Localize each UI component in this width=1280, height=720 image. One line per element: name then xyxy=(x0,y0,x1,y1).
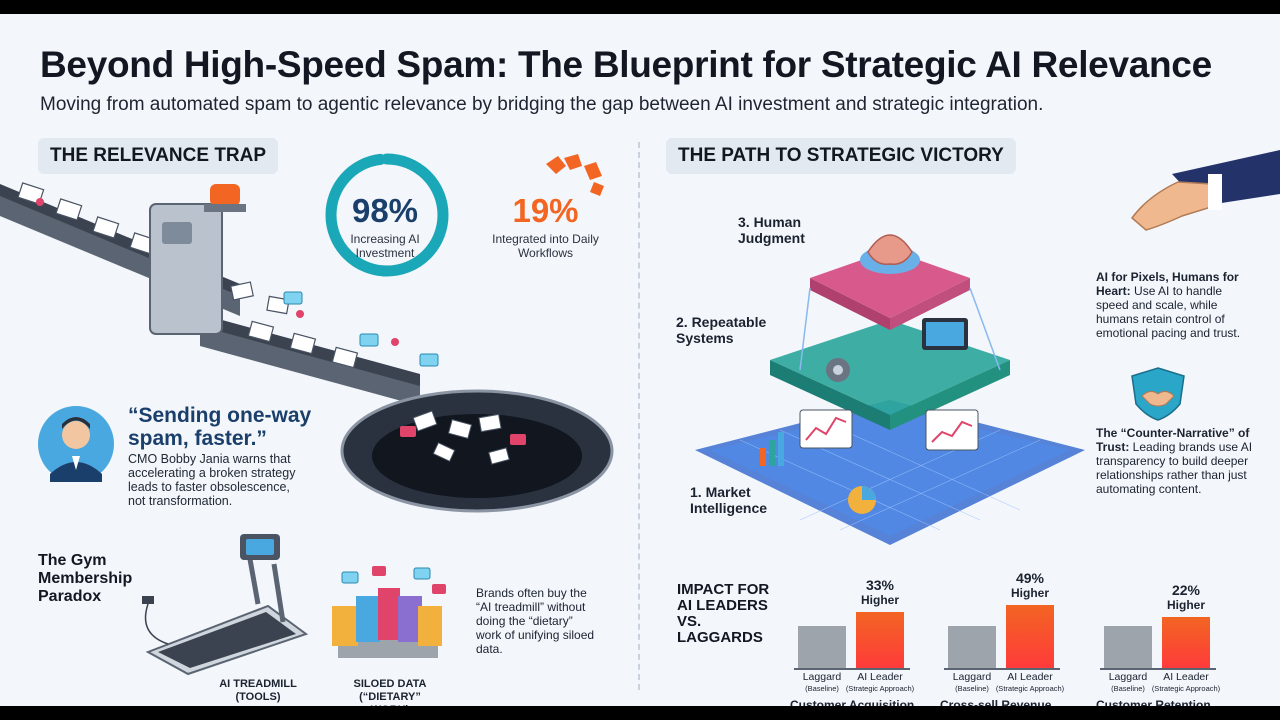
bar-category-note: (Strategic Approach) xyxy=(1151,684,1221,693)
bar-ai-leader xyxy=(1006,605,1054,668)
bar-category-name: Laggard xyxy=(1108,671,1148,683)
bar-category-label: AI Leader(Strategic Approach) xyxy=(844,672,916,694)
pointing-hand-illustration xyxy=(1130,150,1280,231)
bar-category-name: AI Leader xyxy=(1163,671,1209,683)
treadmill-illustration xyxy=(142,534,309,676)
bar-category-name: Laggard xyxy=(802,671,842,683)
bar-lift-value: 49% xyxy=(1015,570,1045,587)
siloed-data-label: SILOED DATA (“DIETARY” WORK) xyxy=(353,678,427,706)
callout-ai-pixels-title: AI for Pixels, Humans for Heart: xyxy=(1096,270,1239,298)
paradox-title: The Gym Membership Paradox xyxy=(38,552,133,605)
bar-laggard xyxy=(948,626,996,668)
siloed-data-illustration xyxy=(332,566,446,658)
bar-category-note: (Baseline) xyxy=(805,684,839,693)
chart-baseline xyxy=(1100,668,1216,670)
bar-category-label: AI Leader(Strategic Approach) xyxy=(994,672,1066,694)
page-title: Beyond High-Speed Spam: The Blueprint fo… xyxy=(40,44,1212,85)
bar-lift-label: 33%Higher xyxy=(842,578,918,608)
bar-laggard xyxy=(798,626,846,668)
bar-category-note: (Baseline) xyxy=(955,684,989,693)
quote-body: CMO Bobby Jania warns that accelerating … xyxy=(128,452,296,508)
chart-metric-title: Customer Retention xyxy=(1096,698,1211,706)
section-divider xyxy=(638,142,640,690)
handshake-icon xyxy=(1131,367,1185,421)
treadmill-label: AI TREADMILL (TOOLS) xyxy=(219,678,297,703)
investment-stat-value: 98% xyxy=(351,192,419,229)
strategy-stack-illustration xyxy=(695,234,1085,545)
infographic-canvas: Beyond High-Speed Spam: The Blueprint fo… xyxy=(0,14,1280,706)
bar-category-name: Laggard xyxy=(952,671,992,683)
bar-category-note: (Strategic Approach) xyxy=(995,684,1065,693)
bar-category-label: Laggard(Baseline) xyxy=(936,672,1008,694)
chart-baseline xyxy=(794,668,910,670)
callout-ai-pixels-body: Use AI to handle speed and scale, while … xyxy=(1096,284,1241,340)
callout-trust: The “Counter-Narrative” of Trust: Leadin… xyxy=(1096,426,1256,496)
investment-stat: 98% Increasing AI Investment xyxy=(322,192,448,260)
section-title-strategic-victory: THE PATH TO STRATEGIC VICTORY xyxy=(666,138,1016,174)
investment-stat-label: Increasing AI Investment xyxy=(350,232,420,260)
bar-ai-leader xyxy=(856,612,904,668)
bar-lift-value: 22% xyxy=(1171,581,1201,598)
quote-headline: “Sending one-way spam, faster.” xyxy=(128,404,312,450)
conveyor-belt-illustration xyxy=(0,182,439,406)
bar-lift-text: Higher xyxy=(1166,597,1205,612)
callout-trust-title: The “Counter-Narrative” of Trust: xyxy=(1096,426,1250,454)
integration-stat: 19% Integrated into Daily Workflows xyxy=(488,192,603,260)
layer-label-market-intelligence: 1. Market Intelligence xyxy=(690,484,768,516)
bar-category-label: Laggard(Baseline) xyxy=(1092,672,1164,694)
layer-label-repeatable-systems: 2. Repeatable Systems xyxy=(676,314,767,346)
bar-category-note: (Strategic Approach) xyxy=(845,684,915,693)
integration-stat-value: 19% xyxy=(512,192,579,229)
bar-lift-text: Higher xyxy=(1010,586,1049,601)
bar-lift-text: Higher xyxy=(860,593,899,608)
layer-label-human-judgment: 3. Human Judgment xyxy=(738,214,805,246)
black-hole-illustration xyxy=(340,389,614,513)
broken-gear-icon xyxy=(546,154,604,196)
section-title-relevance-trap: THE RELEVANCE TRAP xyxy=(38,138,279,174)
integration-stat-label: Integrated into Daily Workflows xyxy=(492,232,599,260)
bar-category-label: AI Leader(Strategic Approach) xyxy=(1150,672,1222,694)
bar-category-name: AI Leader xyxy=(857,671,903,683)
bar-lift-value: 33% xyxy=(865,577,895,594)
impact-title: IMPACT FOR AI LEADERS VS. LAGGARDS xyxy=(677,581,770,646)
chart-metric-title: Customer Acquisition xyxy=(790,698,915,706)
avatar xyxy=(38,406,114,482)
bar-lift-label: 22%Higher xyxy=(1148,581,1224,613)
chart-metric-title: Cross-sell Revenue xyxy=(940,698,1052,706)
page-subtitle: Moving from automated spam to agentic re… xyxy=(40,94,1044,115)
callout-ai-pixels: AI for Pixels, Humans for Heart: Use AI … xyxy=(1096,270,1256,340)
investment-ring-chart xyxy=(325,153,449,277)
bar-laggard xyxy=(1104,626,1152,668)
callout-trust-body: Leading brands use AI transparency to bu… xyxy=(1096,440,1253,496)
bar-category-name: AI Leader xyxy=(1007,671,1053,683)
bar-category-note: (Baseline) xyxy=(1111,684,1145,693)
bar-category-label: Laggard(Baseline) xyxy=(786,672,858,694)
bar-lift-label: 49%Higher xyxy=(992,571,1068,601)
paradox-body: Brands often buy the “AI treadmill” with… xyxy=(476,586,595,656)
bar-ai-leader xyxy=(1162,616,1210,668)
chart-baseline xyxy=(944,668,1060,670)
